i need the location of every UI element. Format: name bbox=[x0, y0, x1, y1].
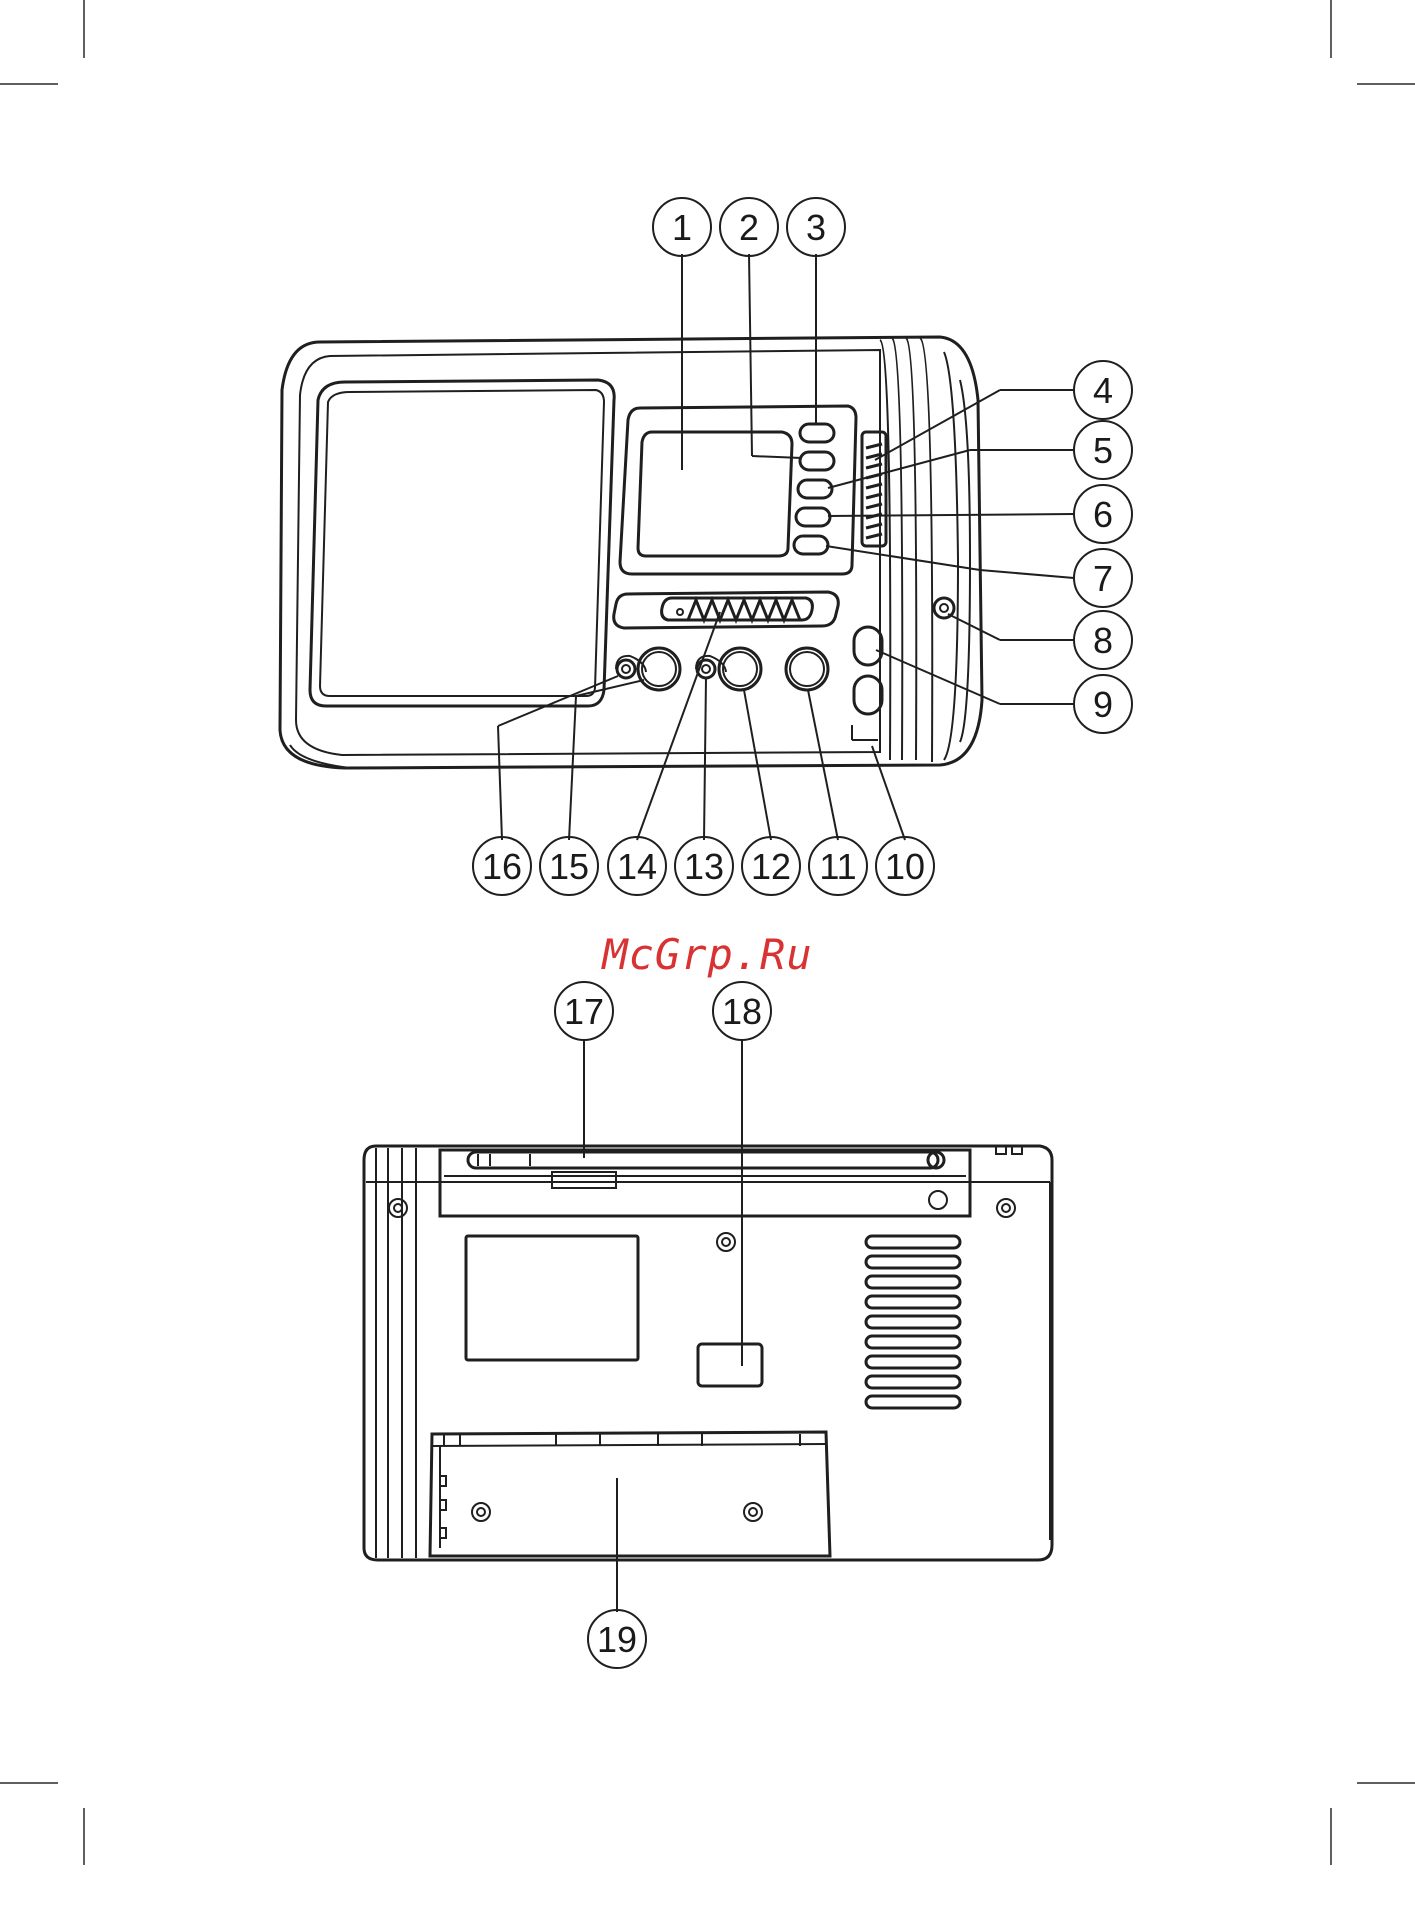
callout-14-label: 14 bbox=[617, 846, 657, 887]
callout-3-label: 3 bbox=[806, 207, 826, 248]
callout-1-label: 1 bbox=[672, 207, 692, 248]
callout-18-label: 18 bbox=[722, 991, 762, 1032]
callout-11-label: 11 bbox=[819, 846, 856, 887]
callout-12-label: 12 bbox=[751, 846, 791, 887]
bottom-leader-lines bbox=[584, 1040, 742, 1612]
callout-5-label: 5 bbox=[1093, 430, 1113, 471]
bottom-callouts: 17 18 19 bbox=[555, 982, 771, 1668]
bottom-view-device bbox=[364, 1146, 1052, 1560]
callout-16-label: 16 bbox=[482, 846, 522, 887]
callout-4-label: 4 bbox=[1093, 370, 1113, 411]
front-view-device bbox=[280, 337, 982, 768]
speaker-grille bbox=[866, 1236, 960, 1408]
callout-10-label: 10 bbox=[885, 846, 925, 887]
callout-8-label: 8 bbox=[1093, 620, 1113, 661]
callout-13-label: 13 bbox=[684, 846, 724, 887]
callout-6-label: 6 bbox=[1093, 494, 1113, 535]
callout-9-label: 9 bbox=[1093, 684, 1113, 725]
callout-17-label: 17 bbox=[564, 991, 604, 1032]
callout-2-label: 2 bbox=[739, 207, 759, 248]
callout-7-label: 7 bbox=[1093, 558, 1113, 599]
watermark-text: McGrp.Ru bbox=[0, 930, 1415, 979]
callout-19-label: 19 bbox=[597, 1619, 637, 1660]
callout-15-label: 15 bbox=[549, 846, 589, 887]
